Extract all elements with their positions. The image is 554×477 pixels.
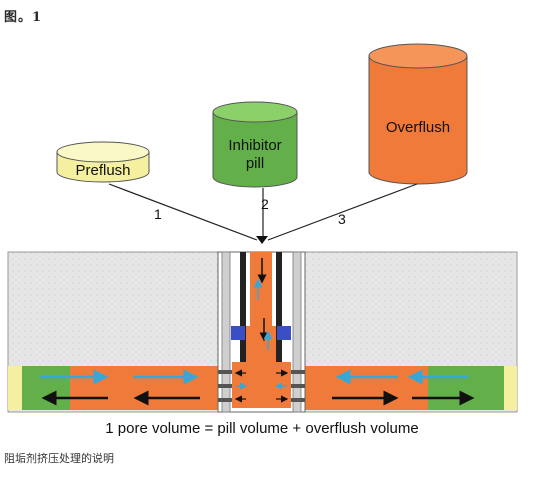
inhibitor-label-line1: Inhibitor [228, 137, 281, 154]
pill-zone-right [428, 366, 504, 410]
pill-zone-left [22, 366, 70, 410]
inhibitor-label-line2: pill [246, 155, 264, 172]
preflush-label: Preflush [75, 162, 130, 179]
packer-right [277, 326, 291, 340]
line-number-2: 2 [261, 196, 269, 212]
line-number-3: 3 [338, 211, 346, 227]
injection-point-arrow [256, 236, 268, 244]
preflush-zone-right [504, 366, 517, 410]
pore-volume-equation: 1 pore volume = pill volume + overflush … [105, 420, 419, 437]
inhibitor-pill-tank: Inhibitor pill [212, 101, 298, 188]
overflush-label: Overflush [386, 119, 450, 136]
line-number-1: 1 [154, 206, 162, 222]
overflush-zone-right [305, 366, 428, 410]
feed-line-1 [108, 183, 258, 241]
feed-line-3 [267, 183, 418, 241]
overflush-zone-left [70, 366, 218, 410]
squeeze-diagram: Preflush Inhibitor pill Overflush 1 2 3 [7, 43, 518, 437]
overflush-tank: Overflush [368, 43, 468, 185]
packer-left [231, 326, 245, 340]
figure-caption: 阻垢剂挤压处理的说明 [4, 452, 114, 465]
figure-label: 图。1 [4, 10, 43, 25]
preflush-tank: Preflush [56, 141, 150, 183]
preflush-zone-left [8, 366, 22, 410]
